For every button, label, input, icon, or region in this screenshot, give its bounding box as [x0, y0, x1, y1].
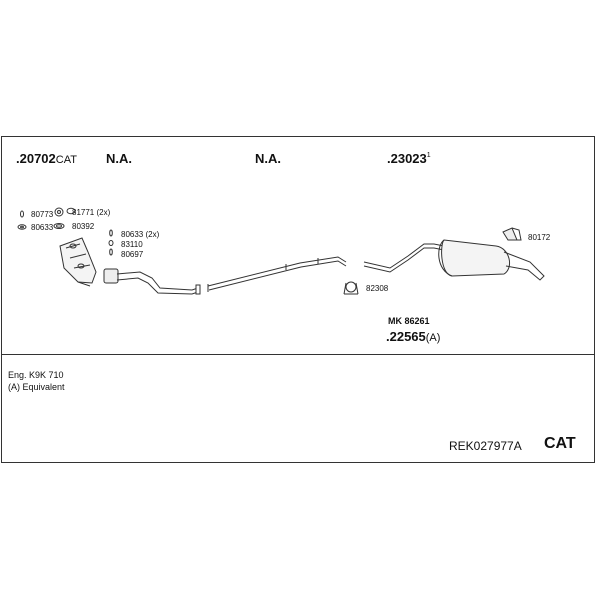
bolt-icon-2 [109, 248, 113, 256]
seal-ring-icon [53, 223, 65, 229]
na-label-1: N.A. [106, 151, 132, 166]
diagram-frame [1, 136, 595, 463]
cat-badge: CAT [544, 435, 576, 452]
section-divider [1, 354, 595, 355]
part-81771-label: 81771 (2x) [72, 208, 111, 217]
seal-icon [66, 207, 76, 215]
part-20702-label: .20702CAT [16, 151, 77, 166]
part-23023-label: .230231 [387, 151, 431, 166]
part-80392-label: 80392 [72, 222, 95, 231]
bolt-icon [20, 210, 24, 218]
hanger-icon [502, 227, 522, 241]
gasket-icon [17, 224, 27, 230]
part-80172-label: 80172 [528, 233, 551, 242]
part-80633-2x-label: 80633 (2x) [121, 230, 160, 239]
reference-number: REK027977A [449, 439, 522, 453]
part-83110-label: 83110 [121, 240, 143, 249]
catalyst-manifold-icon [59, 237, 97, 287]
rear-silencer-icon [363, 239, 545, 281]
engine-note: Eng. K9K 710 [8, 370, 64, 380]
part-80633-label: 80633 [31, 223, 54, 232]
front-pipe-icon [103, 268, 201, 295]
part-22565-label: .22565(A) [386, 329, 441, 344]
stud-icon [109, 229, 113, 237]
clamp-icon [343, 281, 359, 295]
equivalent-note: (A) Equivalent [8, 382, 65, 392]
na-label-2: N.A. [255, 151, 281, 166]
middle-pipe-icon [207, 256, 347, 292]
nut-icon [54, 207, 64, 217]
nut-icon-2 [108, 240, 114, 246]
part-82308-label: 82308 [366, 284, 389, 293]
part-80773-label: 80773 [31, 210, 54, 219]
mk-kit-label: MK 86261 [388, 316, 430, 326]
part-80697-label: 80697 [121, 250, 144, 259]
